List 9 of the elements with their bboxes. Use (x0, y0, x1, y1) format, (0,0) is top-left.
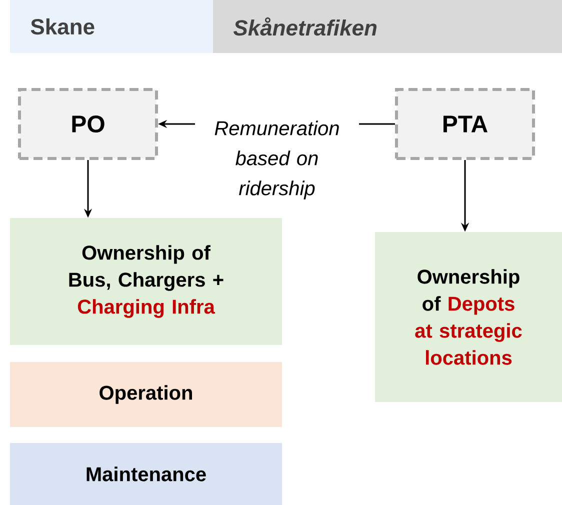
role-box: PTA (395, 88, 535, 160)
ownership-box: Ownership of Depots at strategic locations (375, 232, 562, 402)
header-band: Skånetrafiken (213, 0, 562, 53)
task-box: Operation (10, 362, 282, 427)
edge-label: Remuneration based on ridership (195, 118, 359, 202)
role-box: PO (18, 88, 158, 160)
ownership-box: Ownership of Bus, Chargers + Charging Infra (10, 218, 282, 345)
task-box: Maintenance (10, 443, 282, 505)
header-band: Skane (10, 0, 213, 53)
